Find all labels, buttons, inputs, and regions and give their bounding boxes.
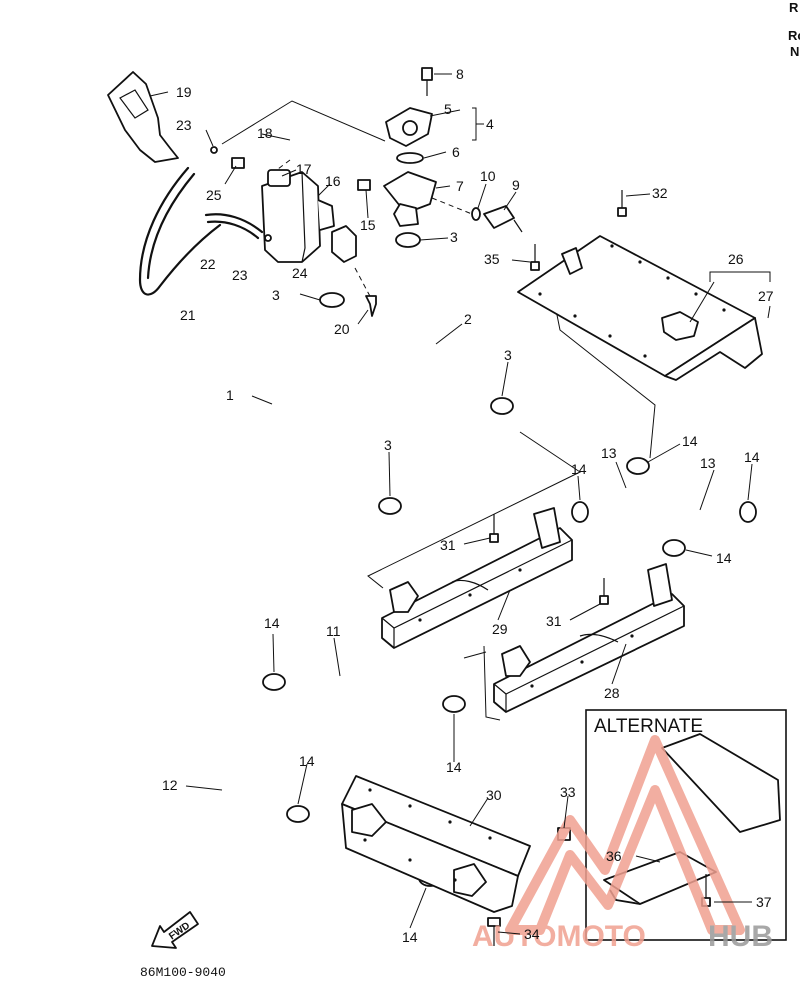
heat-exchanger-26 — [517, 235, 763, 381]
callout-31-lower: 31 — [546, 613, 562, 629]
callout-27: 27 — [758, 288, 774, 304]
heat-exchanger-30 — [341, 775, 531, 913]
callout-12: 12 — [162, 777, 178, 793]
callout-3-housing: 3 — [450, 229, 458, 245]
callout-3-hose-1: 3 — [384, 437, 392, 453]
callout-8: 8 — [456, 66, 464, 82]
callout-5: 5 — [444, 101, 452, 117]
callout-24: 24 — [292, 265, 308, 281]
callout-14-bottom: 14 — [402, 929, 418, 945]
alternate-title: ALTERNATE — [594, 716, 703, 737]
callout-31-upper: 31 — [440, 537, 456, 553]
callout-16: 16 — [325, 173, 341, 189]
callout-22: 22 — [200, 256, 216, 272]
reservoir-cap-17 — [267, 169, 291, 187]
pipe-18 — [287, 125, 321, 159]
callout-13-right: 13 — [700, 455, 716, 471]
callout-11: 11 — [326, 623, 341, 639]
corner-text-3: N — [790, 44, 800, 59]
callout-30: 30 — [486, 787, 502, 803]
callout-25: 25 — [206, 187, 222, 203]
gasket-6 — [396, 152, 424, 164]
callout-7: 7 — [456, 178, 464, 194]
callout-6: 6 — [452, 144, 460, 160]
hose-13-left — [592, 484, 640, 524]
callout-leaders — [149, 73, 771, 935]
overflow-hose-21 — [138, 166, 222, 296]
watermark-text-automoto: AUTOMOTO — [472, 920, 646, 953]
small-fasteners — [210, 146, 377, 317]
callout-14-hose-11: 14 — [446, 759, 462, 775]
callout-14-lower: 14 — [299, 753, 315, 769]
callout-20: 20 — [334, 321, 350, 337]
callout-23-bottom: 23 — [232, 267, 248, 283]
callout-36: 36 — [606, 848, 622, 864]
callout-1: 1 — [226, 387, 234, 403]
callout-14-middle: 14 — [716, 550, 732, 566]
clamps — [262, 232, 757, 887]
hose-12 — [213, 689, 411, 896]
callout-10: 10 — [480, 168, 496, 184]
hose-11 — [251, 668, 450, 828]
corner-text-1: R — [789, 0, 799, 15]
forward-direction-arrow: FWD — [151, 911, 199, 949]
callout-23-top: 23 — [176, 117, 192, 133]
bolt-8 — [421, 67, 433, 96]
hose-1 — [255, 324, 380, 506]
callout-19: 19 — [176, 84, 192, 100]
washer-10 — [471, 207, 481, 221]
callout-26: 26 — [728, 251, 744, 267]
overflow-hose-22 — [204, 213, 264, 240]
callout-15: 15 — [360, 217, 376, 233]
corner-text-2: Rc — [788, 28, 800, 43]
callout-28: 28 — [604, 685, 620, 701]
callout-14-left: 14 — [571, 461, 587, 477]
hose-2 — [399, 259, 499, 411]
hose-13-right — [676, 503, 746, 536]
callout-21: 21 — [180, 307, 196, 323]
callout-35: 35 — [484, 251, 500, 267]
callout-14-top: 14 — [682, 433, 698, 449]
callout-14-right: 14 — [744, 449, 760, 465]
bracket-24 — [331, 225, 357, 263]
thermostat-cover-5 — [385, 107, 433, 147]
callout-2: 2 — [464, 311, 472, 327]
callout-17: 17 — [296, 161, 312, 177]
callout-29: 29 — [492, 621, 508, 637]
thermostat-housing-7 — [383, 171, 437, 227]
heat-exchanger-28 — [493, 563, 685, 713]
callout-9: 9 — [512, 177, 520, 193]
reference-lines — [221, 100, 656, 721]
callout-32: 32 — [652, 185, 668, 201]
callout-33: 33 — [560, 784, 576, 800]
callout-18: 18 — [257, 125, 273, 141]
heat-exchanger-29 — [381, 507, 573, 649]
bracket-19 — [107, 71, 179, 163]
callout-34: 34 — [524, 926, 540, 942]
sensor-9 — [483, 205, 523, 233]
callout-4: 4 — [486, 116, 494, 132]
callout-3-tank: 3 — [272, 287, 280, 303]
watermark-text-hub: HUB — [708, 920, 773, 953]
drawing-number: 86M100-9040 — [140, 965, 226, 980]
reservoir-tank-16 — [261, 171, 335, 263]
callout-37: 37 — [756, 894, 772, 910]
callout-labels: 19 23 18 17 16 25 15 8 5 4 6 7 10 9 3 32… — [162, 66, 774, 945]
callout-13-left: 13 — [601, 445, 617, 461]
callout-14-hose-12: 14 — [264, 615, 280, 631]
callout-3-hose-2: 3 — [504, 347, 512, 363]
watermark-logo: AUTOMOTO HUB — [472, 735, 773, 953]
